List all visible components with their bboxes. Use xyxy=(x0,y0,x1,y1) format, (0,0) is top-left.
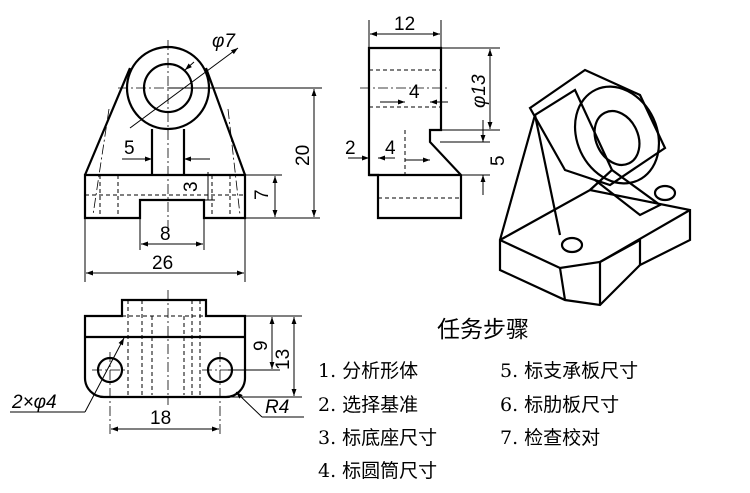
side-view: 12 4 φ13 2 4 5 xyxy=(345,14,509,220)
task-item-7: 7. 检查校对 xyxy=(500,427,600,449)
holes-label: 2×φ4 xyxy=(11,392,57,413)
iso-support xyxy=(498,88,614,241)
task-list: 任务步骤 1. 分析形体 2. 选择基准 3. 标底座尺寸 4. 标圆筒尺寸 5… xyxy=(318,317,638,482)
iso-rib xyxy=(594,169,663,217)
task-item-2: 2. 选择基准 xyxy=(318,394,418,416)
r4-label: R4 xyxy=(265,397,289,418)
iso-cylinder-bore xyxy=(593,110,641,166)
task-item-6: 6. 标肋板尺寸 xyxy=(500,394,619,416)
iso-base-outline xyxy=(498,188,692,307)
front-base xyxy=(83,173,247,220)
dim18-label: 18 xyxy=(150,408,171,429)
top-view: 9 13 2×φ4 18 R4 xyxy=(10,290,304,435)
front-view: φ7 5 3 7 20 8 26 xyxy=(83,31,322,282)
iso-base-slot xyxy=(599,238,642,265)
dim12-label: 12 xyxy=(394,14,415,35)
isometric-view xyxy=(498,68,692,307)
iso-base-corner xyxy=(558,267,567,301)
task-title: 任务步骤 xyxy=(437,317,529,343)
phi7-label: φ7 xyxy=(212,31,236,52)
dim13-label: 13 xyxy=(273,349,294,370)
front-support-right xyxy=(204,67,247,176)
dim5-label: 5 xyxy=(124,138,135,159)
phi13-label: φ13 xyxy=(469,74,490,108)
dim7-label: 7 xyxy=(252,189,273,200)
dim26-label: 26 xyxy=(152,253,173,274)
holes-leader xyxy=(84,337,125,413)
task-item-3: 3. 标底座尺寸 xyxy=(318,427,437,449)
dim8-label: 8 xyxy=(160,224,171,245)
side-outline xyxy=(367,46,463,220)
task-item-5: 5. 标支承板尺寸 xyxy=(500,360,638,382)
phi7-arrow xyxy=(184,61,195,71)
dim4top-label: 4 xyxy=(409,82,420,103)
r4-leader xyxy=(235,391,263,418)
dim5s-label: 5 xyxy=(488,155,509,166)
dim9-label: 9 xyxy=(251,340,272,351)
iso-cylinder-face xyxy=(573,85,661,185)
iso-cylinder-body xyxy=(528,68,667,187)
task-item-4: 4. 标圆筒尺寸 xyxy=(318,460,437,482)
dim2-label: 2 xyxy=(345,138,356,159)
iso-support-face xyxy=(533,114,562,236)
iso-hole-left xyxy=(560,236,584,254)
task-item-1: 1. 分析形体 xyxy=(318,360,418,382)
dim20-label: 20 xyxy=(293,145,314,166)
dim4bot-label: 4 xyxy=(385,138,396,159)
front-support-left xyxy=(83,67,132,176)
iso-hole-right xyxy=(653,184,677,202)
iso-base-top-edge xyxy=(499,209,691,270)
dim3-label: 3 xyxy=(181,181,202,192)
